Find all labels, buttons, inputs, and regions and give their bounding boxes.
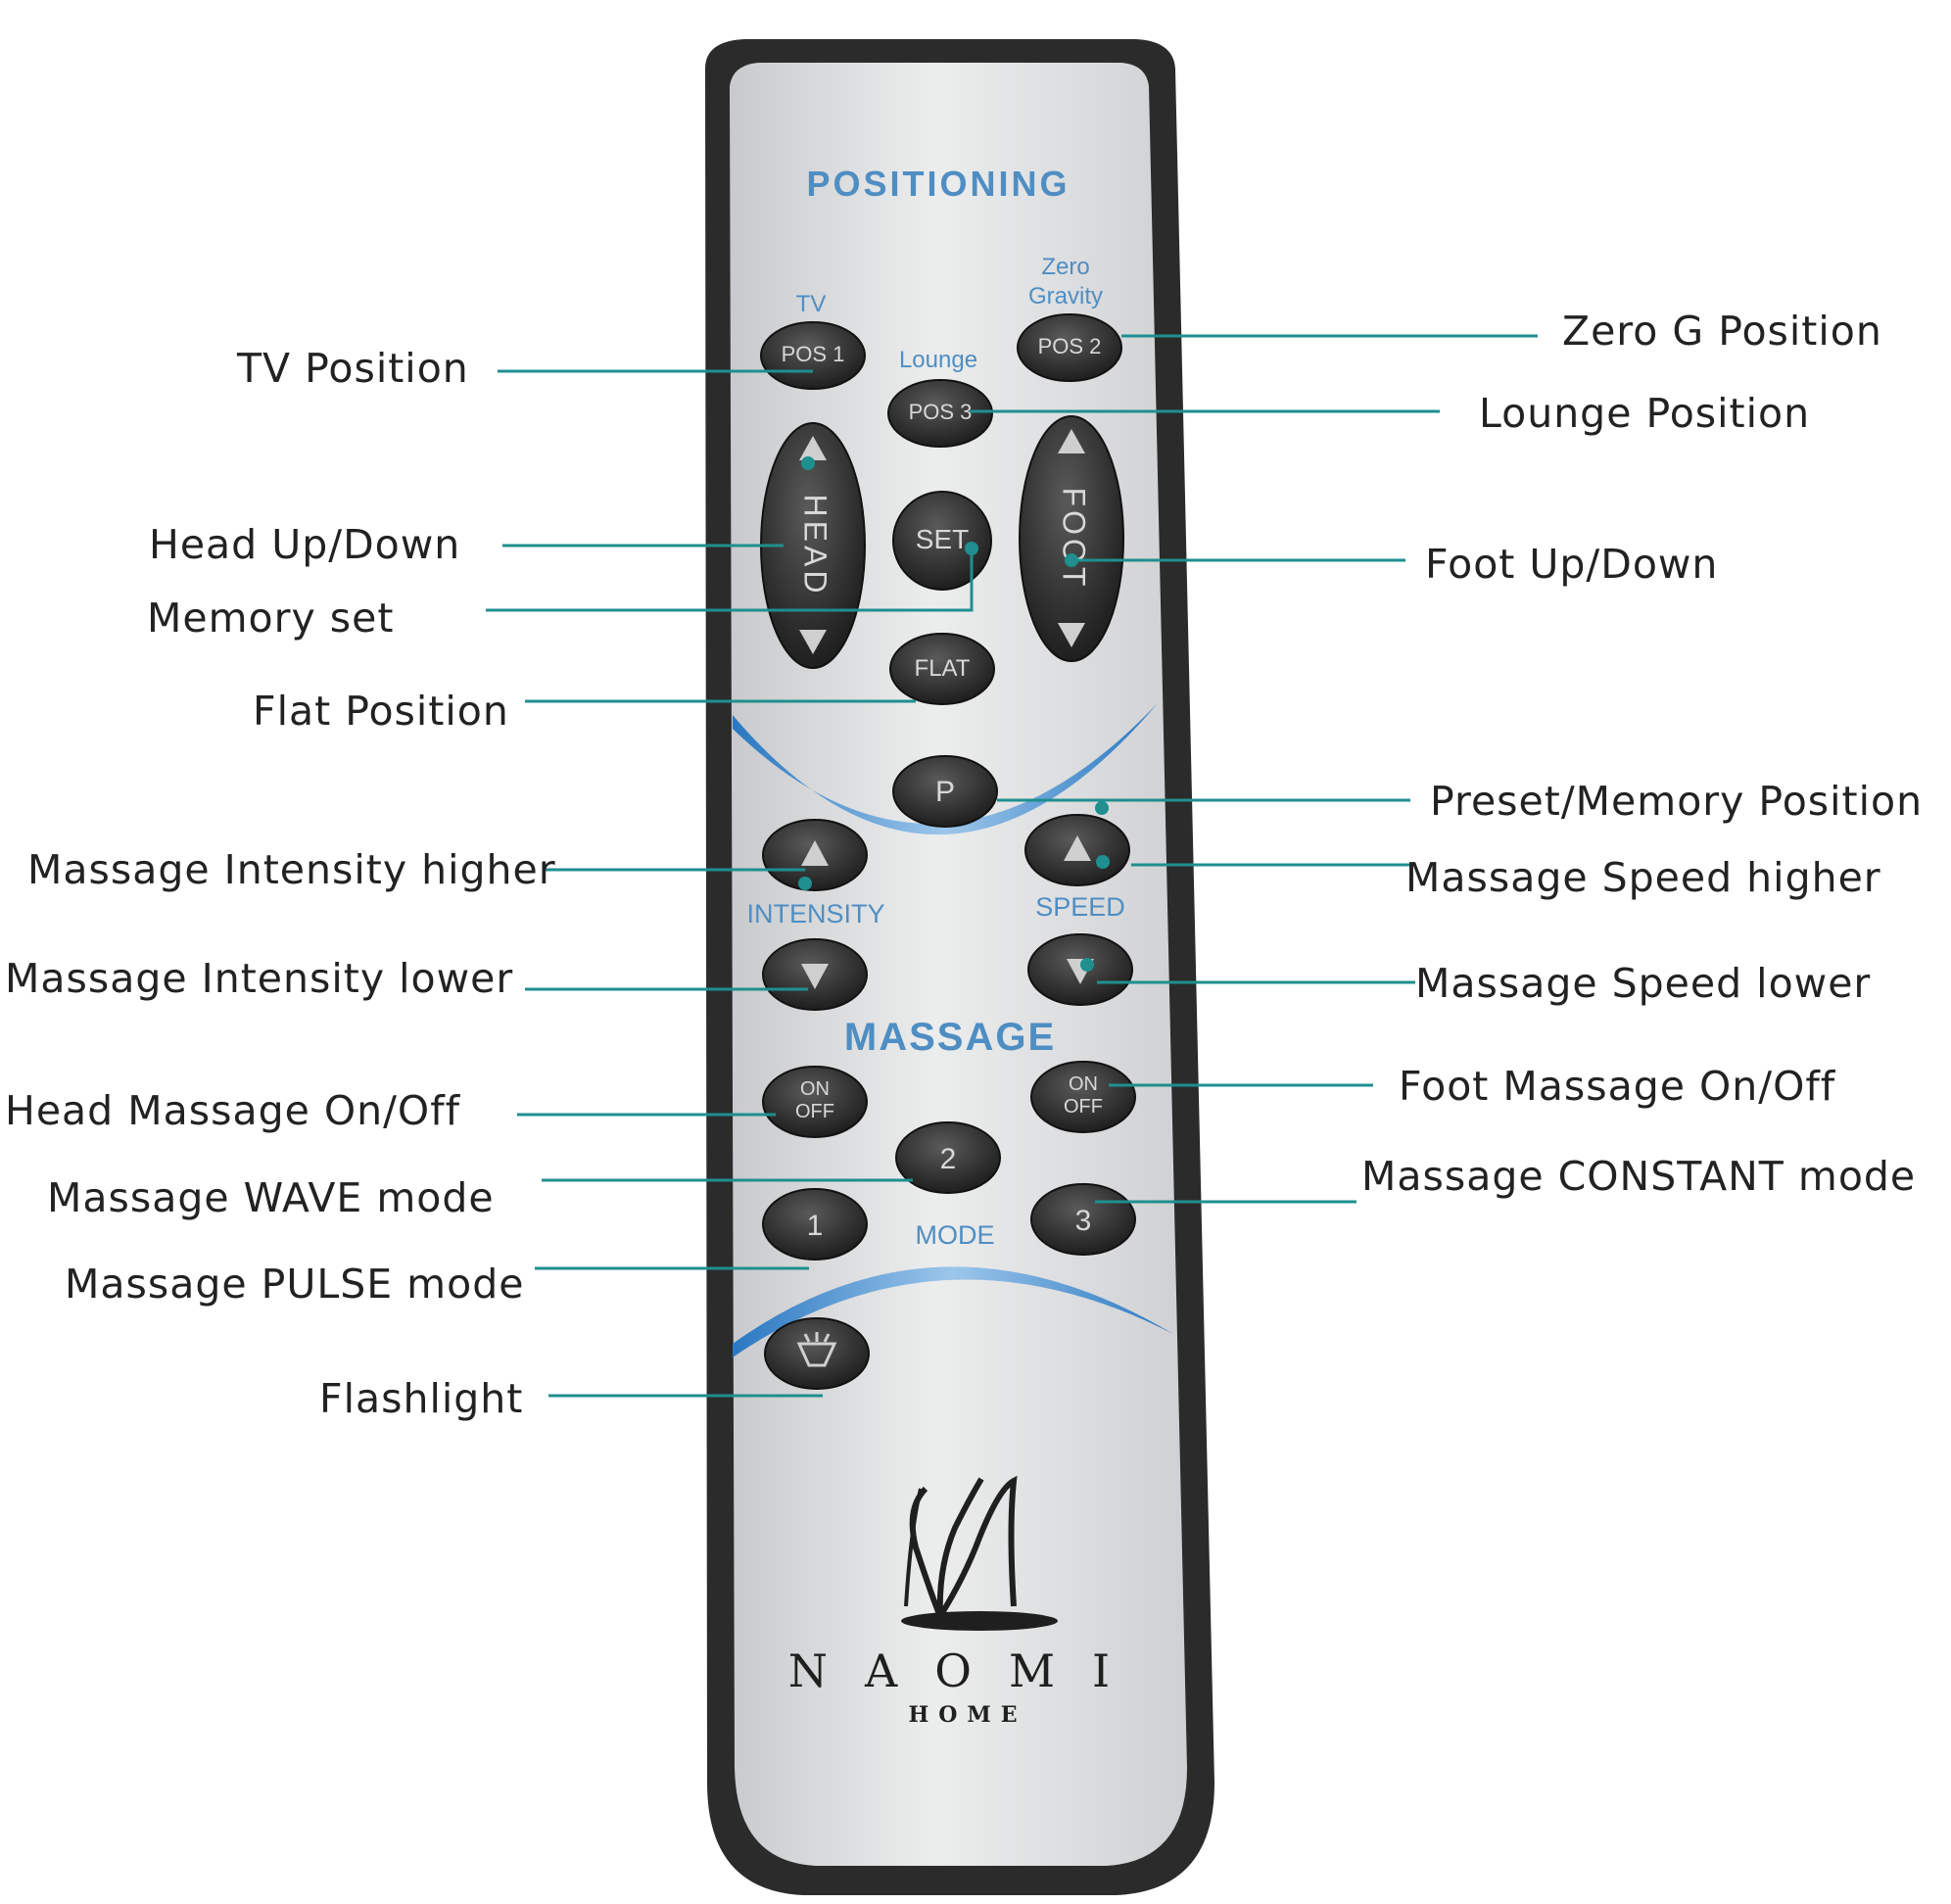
head-down-arrow-icon (799, 630, 827, 654)
preset-memory-button[interactable]: P (892, 755, 998, 828)
set-button-label: SET (916, 524, 969, 554)
flat-button[interactable]: FLAT (889, 633, 995, 705)
speed-up-button[interactable] (1024, 814, 1130, 886)
leader-memory-set (486, 548, 974, 612)
pos2-button-label: POS 2 (1038, 334, 1102, 358)
intensity-down-button[interactable] (762, 938, 868, 1011)
pos1-button-label: POS 1 (782, 342, 845, 366)
brand-name: NAOMI (788, 1644, 1147, 1697)
preset-memory-button-label: P (935, 776, 955, 808)
dot-head (801, 456, 815, 470)
intensity-up-arrow-icon (801, 840, 829, 866)
callout-massage-intensity-higher: Massage Intensity higher (27, 846, 556, 893)
lower-blue-arc (733, 1266, 1173, 1357)
flat-button-label: FLAT (915, 655, 971, 682)
massage-section-label: MASSAGE (844, 1016, 1056, 1059)
zero-gravity-label-line1: Zero (1041, 254, 1089, 280)
speed-up-arrow-icon (1064, 835, 1091, 861)
head-massage-off-label: OFF (795, 1101, 834, 1122)
mode-2-label: 2 (940, 1143, 957, 1175)
callout-massage-pulse-mode: Massage PULSE mode (65, 1261, 524, 1308)
set-button[interactable]: SET (892, 491, 992, 591)
dot-set (965, 542, 978, 555)
callout-lounge-position: Lounge Position (1479, 390, 1810, 437)
mode-label: MODE (916, 1220, 995, 1250)
foot-up-arrow-icon (1058, 429, 1085, 453)
lounge-label: Lounge (899, 347, 977, 373)
flashlight-icon (796, 1332, 837, 1367)
mode-3-label: 3 (1075, 1205, 1092, 1237)
mode-1-pulse-button[interactable]: 1 (762, 1188, 868, 1261)
pos2-button[interactable]: POS 2 (1017, 313, 1122, 382)
callout-preset-memory-position: Preset/Memory Position (1430, 778, 1923, 825)
head-massage-on-off-button[interactable]: ON OFF (762, 1066, 868, 1138)
callout-head-up-down: Head Up/Down (149, 521, 460, 568)
callout-massage-constant-mode: Massage CONSTANT mode (1361, 1153, 1916, 1200)
head-massage-on-label: ON (800, 1078, 830, 1100)
foot-massage-off-label: OFF (1064, 1096, 1103, 1118)
intensity-down-arrow-icon (801, 964, 829, 989)
naomi-logo-icon (901, 1475, 1058, 1631)
speed-label: SPEED (1035, 892, 1125, 922)
callout-massage-speed-higher: Massage Speed higher (1405, 854, 1881, 901)
callout-tv-position: TV Position (236, 345, 469, 392)
positioning-section-label: POSITIONING (806, 164, 1070, 204)
dot-speed-up (1096, 855, 1110, 869)
callout-zero-g-position: Zero G Position (1562, 308, 1882, 355)
tv-label: TV (796, 291, 827, 317)
zero-gravity-label-line2: Gravity (1028, 283, 1103, 309)
mode-2-wave-button[interactable]: 2 (895, 1121, 1001, 1194)
callout-massage-speed-lower: Massage Speed lower (1415, 960, 1871, 1007)
callout-labels: TV Position Zero G Position Lounge Posit… (5, 308, 1923, 1422)
foot-massage-on-label: ON (1069, 1073, 1098, 1095)
foot-massage-on-off-button[interactable]: ON OFF (1030, 1061, 1136, 1133)
head-up-down-button[interactable]: HEAD (760, 422, 866, 669)
callout-foot-massage-on-off: Foot Massage On/Off (1399, 1063, 1836, 1110)
intensity-label: INTENSITY (746, 899, 884, 928)
callout-head-massage-on-off: Head Massage On/Off (5, 1087, 461, 1134)
dot-speed-down (1080, 958, 1094, 972)
brand-sub: HOME (908, 1702, 1026, 1728)
callout-massage-intensity-lower: Massage Intensity lower (5, 955, 513, 1002)
intensity-up-button[interactable] (762, 819, 868, 891)
callout-massage-wave-mode: Massage WAVE mode (47, 1174, 495, 1221)
remote-control: POSITIONING TV Zero Gravity Lounge POS 1… (705, 39, 1214, 1895)
dot-foot (1065, 553, 1078, 567)
head-up-arrow-icon (799, 436, 827, 460)
dot-intensity-up (798, 877, 812, 890)
callout-flashlight: Flashlight (319, 1375, 523, 1422)
callout-flat-position: Flat Position (253, 688, 509, 735)
pos3-button-label: POS 3 (909, 400, 973, 424)
mode-1-label: 1 (807, 1210, 824, 1242)
callout-foot-up-down: Foot Up/Down (1425, 541, 1718, 588)
callout-memory-set: Memory set (147, 595, 394, 642)
dot-preset (1095, 801, 1109, 815)
mode-3-constant-button[interactable]: 3 (1030, 1183, 1136, 1256)
head-button-label: HEAD (798, 495, 833, 597)
foot-down-arrow-icon (1058, 623, 1085, 647)
flashlight-button[interactable] (764, 1317, 870, 1390)
pos3-button[interactable]: POS 3 (887, 379, 993, 448)
foot-up-down-button[interactable]: FOOT (1019, 415, 1124, 662)
leader-lines (486, 334, 1538, 1398)
speed-down-button[interactable] (1027, 933, 1133, 1006)
pos1-button[interactable]: POS 1 (760, 321, 866, 390)
foot-button-label: FOOT (1057, 488, 1092, 591)
